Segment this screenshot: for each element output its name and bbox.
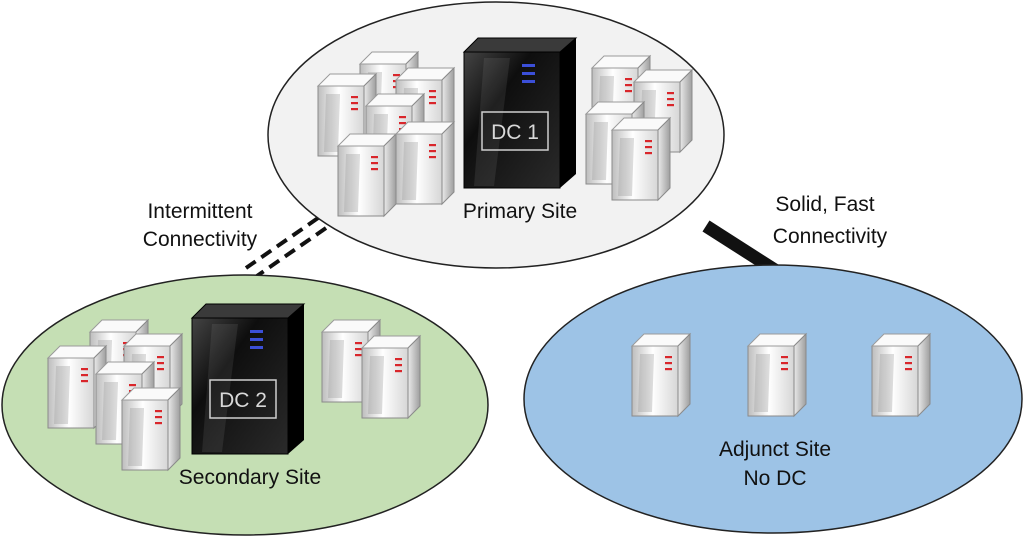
server-tower-icon bbox=[747, 333, 807, 417]
dc1-tower: DC 1 bbox=[463, 37, 577, 189]
server-tower-icon bbox=[121, 387, 181, 471]
secondary-site: DC 2 Secondary Site bbox=[1, 274, 489, 536]
intermittent-label-line1: Intermittent bbox=[147, 200, 252, 223]
intermittent-connectivity-label: Intermittent Connectivity bbox=[143, 200, 258, 251]
domain-controller-icon bbox=[463, 37, 577, 189]
server-tower-icon bbox=[631, 333, 691, 417]
dc2-label-box bbox=[209, 379, 277, 419]
intermittent-connectivity-link bbox=[244, 216, 328, 280]
adjunct-site-label: Adjunct Site bbox=[719, 438, 831, 461]
server-tower-icon bbox=[361, 335, 421, 419]
domain-controller-icon bbox=[191, 303, 305, 455]
adjunct-site-sublabel: No DC bbox=[743, 467, 806, 490]
server-tower-icon bbox=[337, 133, 397, 217]
dc1-label: DC 1 bbox=[491, 121, 539, 144]
dc2-tower: DC 2 bbox=[191, 303, 305, 455]
server-tower-icon bbox=[395, 121, 455, 205]
solid-label-line1: Solid, Fast bbox=[775, 193, 874, 216]
adjunct-site: Adjunct Site No DC bbox=[523, 264, 1023, 534]
primary-servers-left bbox=[317, 51, 455, 217]
primary-site: DC 1 Primary Site bbox=[267, 1, 725, 269]
solid-connectivity-label: Solid, Fast Connectivity bbox=[773, 193, 888, 248]
server-tower-icon bbox=[611, 117, 671, 201]
secondary-site-label: Secondary Site bbox=[179, 466, 321, 489]
server-tower-icon bbox=[871, 333, 931, 417]
adjunct-servers bbox=[631, 333, 931, 417]
solid-label-line2: Connectivity bbox=[773, 225, 888, 248]
dc1-label-box bbox=[481, 111, 549, 151]
intermittent-label-line2: Connectivity bbox=[143, 228, 258, 251]
primary-site-label: Primary Site bbox=[463, 200, 577, 223]
dc2-label: DC 2 bbox=[219, 389, 267, 412]
